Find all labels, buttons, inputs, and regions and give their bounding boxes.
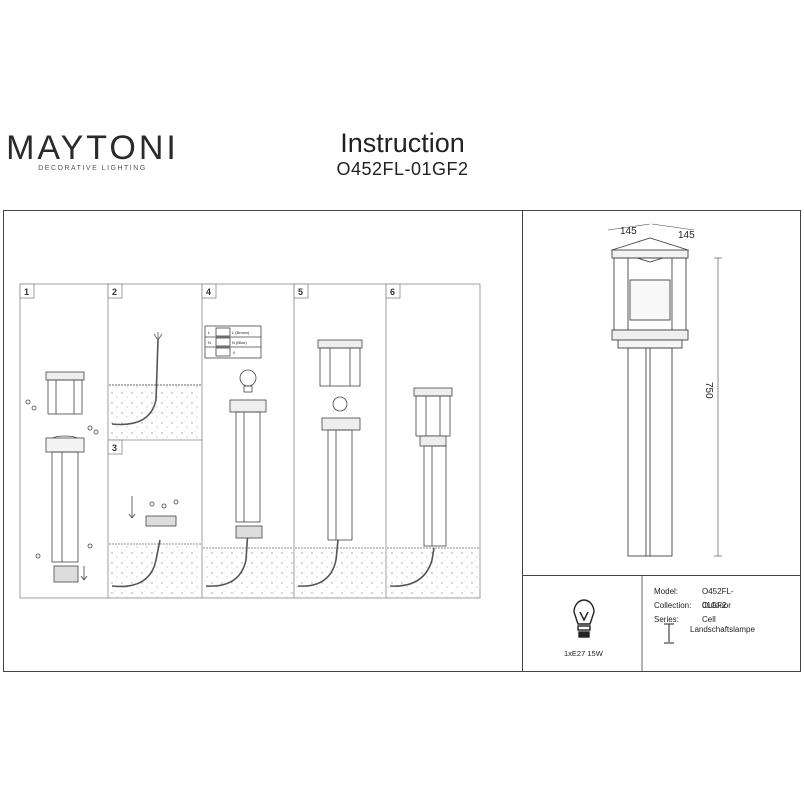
brand-name: MAYTONI (6, 129, 179, 167)
landscape-lamp-icon (664, 623, 674, 644)
spec-panel (522, 575, 801, 672)
step-label-1: 1 (24, 287, 29, 297)
dimension-width-2: 145 (678, 230, 695, 241)
spec-list: Model: O452FL-01GF2 Collection: Outdoor … (654, 585, 755, 637)
collection-label: Collection: (654, 601, 692, 610)
series-value: Cell (702, 615, 716, 624)
step-label-2: 2 (112, 287, 117, 297)
wiring-row2-text: N (Blue) (232, 340, 247, 345)
step3-illustration (109, 496, 201, 597)
lamp-type: Landschaftslampe (690, 625, 755, 634)
step-label-6: 6 (390, 287, 395, 297)
bulb-icon (573, 599, 595, 638)
bulb-spec: 1xE27 15W (564, 649, 604, 658)
dimension-height: 750 (703, 382, 714, 399)
wiring-row3-text: ⏚ (232, 349, 236, 355)
dimension-drawing (607, 223, 722, 557)
wiring-row2-letter: N (208, 340, 211, 345)
step6-illustration (387, 387, 479, 597)
step-label-5: 5 (298, 287, 303, 297)
collection-value: Outdoor (702, 601, 731, 610)
dimension-width-1: 145 (620, 226, 637, 237)
step-label-4: 4 (206, 287, 211, 297)
model-value: O452FL-01GF2 (702, 587, 734, 610)
step5-illustration (295, 339, 385, 597)
wiring-row1-text: L (Brown) (232, 330, 250, 335)
brand-logo: MAYTONI DECORATIVE LIGHTING (0, 128, 185, 172)
series-label: Series: (654, 615, 679, 624)
step4-illustration (203, 325, 293, 597)
page-title: Instruction (340, 128, 465, 158)
step2-illustration (109, 332, 201, 439)
step-label-3: 3 (112, 443, 117, 453)
brand-tagline: DECORATIVE LIGHTING (38, 165, 147, 172)
document-header: Instruction O452FL-01GF2 (300, 128, 505, 180)
model-number: O452FL-01GF2 (336, 159, 469, 179)
step1-illustration (25, 371, 99, 583)
wiring-row1-letter: L (208, 330, 211, 335)
model-label: Model: (654, 587, 679, 596)
